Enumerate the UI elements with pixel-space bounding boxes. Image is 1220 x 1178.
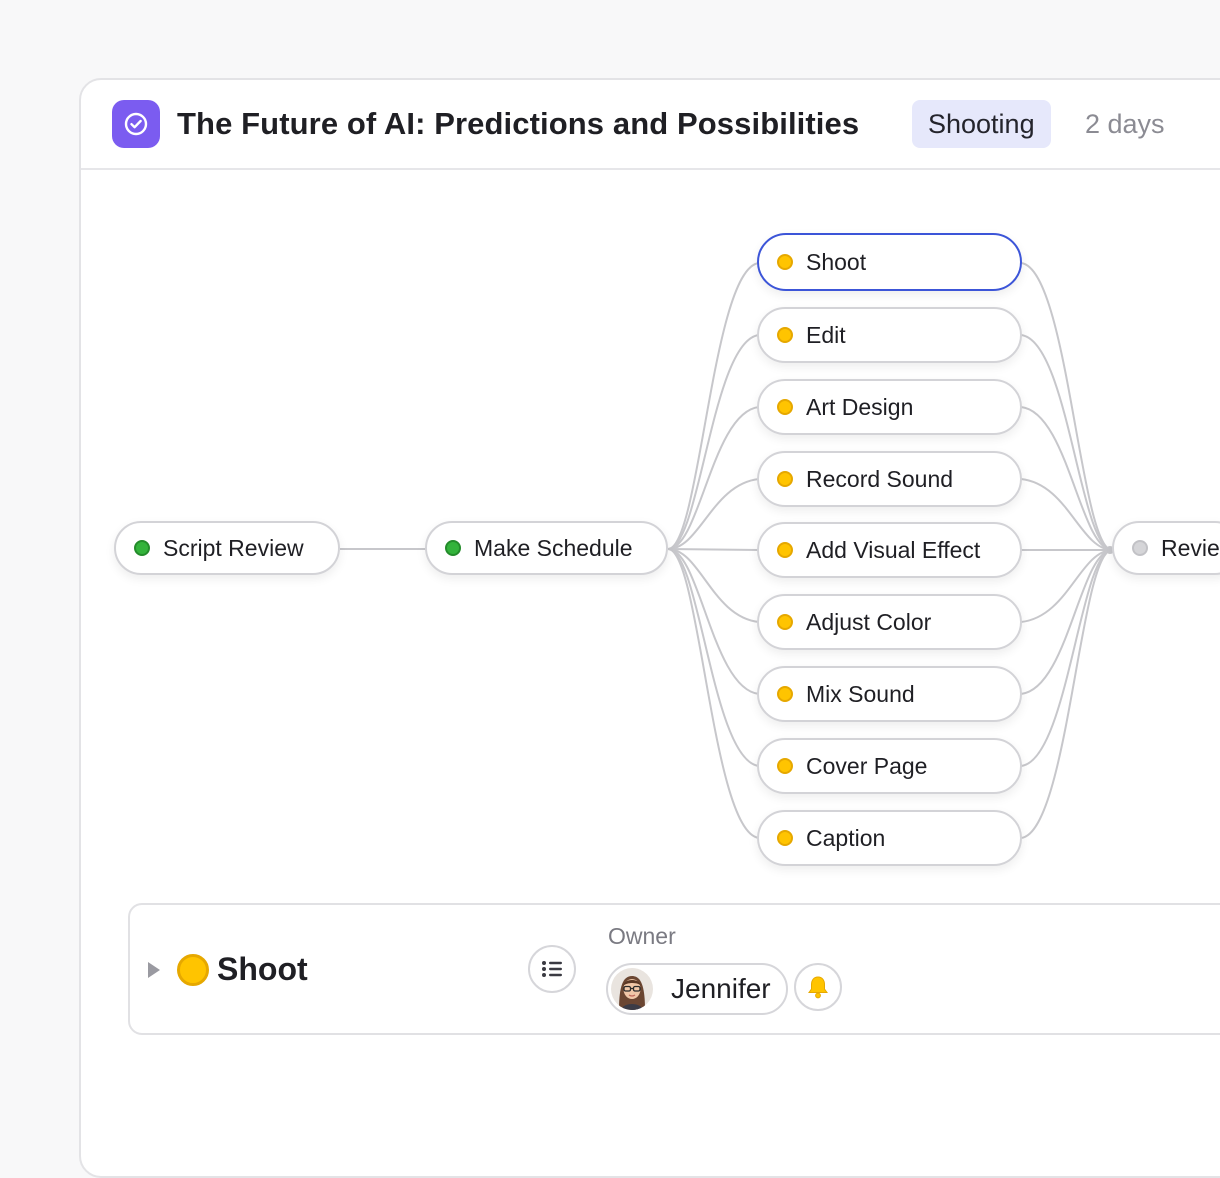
list-icon xyxy=(542,961,562,977)
node-label: Caption xyxy=(806,824,886,851)
project-header: The Future of AI: Predictions and Possib… xyxy=(81,80,1220,170)
node-label: Mix Sound xyxy=(806,680,915,707)
node-label: Add Visual Effect xyxy=(806,536,981,563)
node-label: Revie xyxy=(1161,534,1220,561)
node-label: Shoot xyxy=(806,248,867,275)
node-label: Record Sound xyxy=(806,465,954,492)
node-mix-sound[interactable]: Mix Sound xyxy=(757,666,1022,722)
status-in-progress-icon xyxy=(777,686,793,702)
node-label: Adjust Color xyxy=(806,608,932,635)
status-in-progress-icon xyxy=(777,254,793,270)
node-art-design[interactable]: Art Design xyxy=(757,379,1022,435)
node-script-review[interactable]: Script Review xyxy=(114,521,340,575)
duration-text: 2 days xyxy=(1085,109,1165,139)
node-shoot[interactable]: Shoot xyxy=(757,233,1022,291)
node-review[interactable]: Revie xyxy=(1112,521,1220,575)
list-button[interactable] xyxy=(528,945,576,993)
notify-button[interactable] xyxy=(794,963,842,1011)
check-circle-icon xyxy=(112,100,160,148)
caret-right-icon[interactable] xyxy=(148,962,160,978)
task-name: Shoot xyxy=(217,951,308,987)
node-label: Cover Page xyxy=(806,752,928,779)
status-in-progress-icon xyxy=(777,614,793,630)
task-detail-panel: Shoot Owner xyxy=(128,903,1220,1035)
node-label: Script Review xyxy=(163,534,304,561)
project-title: The Future of AI: Predictions and Possib… xyxy=(177,106,860,141)
status-in-progress-icon xyxy=(777,399,793,415)
node-label: Art Design xyxy=(806,393,914,420)
stage-badge[interactable]: Shooting xyxy=(912,100,1051,148)
status-in-progress-icon xyxy=(177,954,209,986)
status-in-progress-icon xyxy=(777,471,793,487)
status-in-progress-icon xyxy=(777,758,793,774)
node-caption[interactable]: Caption xyxy=(757,810,1022,866)
avatar xyxy=(611,968,653,1010)
status-done-icon xyxy=(134,540,150,556)
status-in-progress-icon xyxy=(777,542,793,558)
owner-name: Jennifer xyxy=(671,973,771,1004)
status-in-progress-icon xyxy=(777,327,793,343)
status-done-icon xyxy=(445,540,461,556)
node-label: Make Schedule xyxy=(474,534,633,561)
owner-chip[interactable]: Jennifer xyxy=(606,963,788,1015)
node-make-schedule[interactable]: Make Schedule xyxy=(425,521,668,575)
node-record-sound[interactable]: Record Sound xyxy=(757,451,1022,507)
status-not-started-icon xyxy=(1132,540,1148,556)
node-add-visual-effect[interactable]: Add Visual Effect xyxy=(757,522,1022,578)
bell-icon xyxy=(808,976,828,999)
owner-label: Owner xyxy=(608,923,676,949)
node-adjust-color[interactable]: Adjust Color xyxy=(757,594,1022,650)
node-cover-page[interactable]: Cover Page xyxy=(757,738,1022,794)
node-label: Edit xyxy=(806,321,846,348)
node-edit[interactable]: Edit xyxy=(757,307,1022,363)
status-in-progress-icon xyxy=(777,830,793,846)
